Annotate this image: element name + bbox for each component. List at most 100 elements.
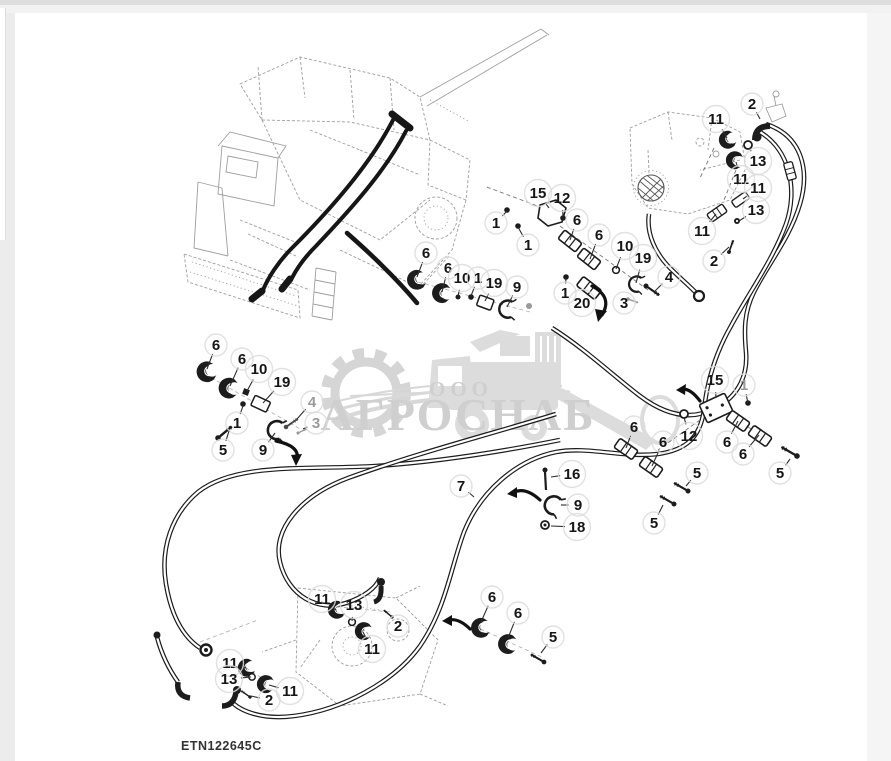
svg-text:6: 6 xyxy=(488,589,496,606)
svg-text:13: 13 xyxy=(748,202,765,219)
svg-text:4: 4 xyxy=(308,394,317,411)
svg-text:1: 1 xyxy=(233,415,241,432)
window-top-edge xyxy=(0,0,891,5)
svg-text:12: 12 xyxy=(554,190,571,207)
svg-text:20: 20 xyxy=(574,295,591,312)
svg-text:6: 6 xyxy=(723,434,731,451)
svg-text:13: 13 xyxy=(221,671,238,688)
callout-6: 6 xyxy=(715,420,739,454)
callout-13: 13 xyxy=(214,664,252,694)
callout-18: 18 xyxy=(550,512,592,542)
callout-13: 13 xyxy=(743,146,773,176)
svg-text:1: 1 xyxy=(740,377,748,394)
svg-text:9: 9 xyxy=(574,497,582,514)
svg-text:6: 6 xyxy=(595,227,603,244)
svg-text:2: 2 xyxy=(748,96,756,113)
svg-text:1: 1 xyxy=(561,285,569,302)
svg-text:18: 18 xyxy=(569,519,586,536)
callout-2: 2 xyxy=(386,614,410,638)
svg-text:9: 9 xyxy=(259,442,267,459)
callout-11: 11 xyxy=(307,584,337,614)
callout-10: 10 xyxy=(610,231,640,270)
svg-text:1: 1 xyxy=(524,237,532,254)
callout-12: 12 xyxy=(674,416,704,451)
hose-end-coupler xyxy=(199,643,213,657)
hose-bundle-on-combine xyxy=(248,110,420,306)
callout-6: 6 xyxy=(651,430,675,467)
bracket xyxy=(698,392,734,424)
svg-text:6: 6 xyxy=(659,434,667,451)
rotation-arrows xyxy=(274,284,702,631)
svg-text:11: 11 xyxy=(694,223,710,240)
svg-text:19: 19 xyxy=(486,275,503,292)
callout-9: 9 xyxy=(505,275,529,308)
callout-3: 3 xyxy=(612,291,636,315)
callout-2: 2 xyxy=(740,92,764,120)
callout-19: 19 xyxy=(479,268,509,302)
hose-clamp xyxy=(264,416,289,444)
svg-text:3: 3 xyxy=(620,295,628,312)
callout-10: 10 xyxy=(244,354,274,392)
callout-5: 5 xyxy=(685,461,709,487)
window-top-band xyxy=(0,5,891,13)
svg-text:12: 12 xyxy=(681,428,698,445)
callout-6: 6 xyxy=(731,434,760,466)
svg-text:4: 4 xyxy=(665,269,674,286)
callout-11: 11 xyxy=(687,213,717,246)
callout-11: 11 xyxy=(357,631,387,664)
bracket xyxy=(476,294,495,311)
callout-19: 19 xyxy=(262,367,297,404)
svg-text:11: 11 xyxy=(282,683,298,700)
svg-text:11: 11 xyxy=(750,180,766,197)
svg-text:19: 19 xyxy=(635,250,652,267)
svg-text:6: 6 xyxy=(212,337,220,354)
figure-code: ETN122645C xyxy=(181,739,262,753)
callout-3: 3 xyxy=(302,411,328,435)
callout-1: 1 xyxy=(484,210,508,235)
callout-1: 1 xyxy=(732,373,756,404)
svg-text:6: 6 xyxy=(422,245,430,262)
callout-15: 15 xyxy=(700,365,730,399)
svg-text:5: 5 xyxy=(219,442,227,459)
svg-text:6: 6 xyxy=(573,212,581,229)
callout-6: 6 xyxy=(622,415,646,449)
parts xyxy=(153,123,803,709)
svg-text:13: 13 xyxy=(750,153,767,170)
hose-clamp xyxy=(430,281,452,305)
callout-15: 15 xyxy=(523,178,553,209)
callout-16: 16 xyxy=(550,459,587,489)
hose-clamp xyxy=(193,359,219,385)
svg-text:3: 3 xyxy=(312,415,320,432)
callout-5: 5 xyxy=(540,625,565,654)
svg-text:10: 10 xyxy=(454,270,471,287)
left-panel-edge xyxy=(0,8,6,240)
svg-text:2: 2 xyxy=(394,618,402,635)
callout-13: 13 xyxy=(738,195,771,225)
callout-6: 6 xyxy=(587,223,611,260)
callout-9: 9 xyxy=(251,432,276,462)
hose-clamp xyxy=(254,673,275,695)
banjo-fitting xyxy=(692,289,706,303)
svg-text:11: 11 xyxy=(314,591,330,608)
watermark-org-form: ООО xyxy=(429,377,493,401)
callout-6: 6 xyxy=(414,241,438,278)
svg-text:10: 10 xyxy=(617,238,634,255)
svg-text:7: 7 xyxy=(457,478,465,495)
callout-11: 11 xyxy=(742,173,773,203)
callout-1: 1 xyxy=(466,266,490,297)
clamp-hardware xyxy=(539,467,568,530)
callout-19: 19 xyxy=(628,243,658,284)
elbow-fitting xyxy=(221,691,239,709)
callout-12: 12 xyxy=(547,183,577,218)
assembly-guide-lines xyxy=(199,185,757,683)
callout-20: 20 xyxy=(567,288,597,318)
svg-text:11: 11 xyxy=(708,111,724,128)
callout-6: 6 xyxy=(506,601,530,639)
svg-text:11: 11 xyxy=(222,655,238,672)
bracket xyxy=(250,394,271,413)
svg-text:6: 6 xyxy=(739,446,747,463)
callout-11: 11 xyxy=(215,648,247,678)
